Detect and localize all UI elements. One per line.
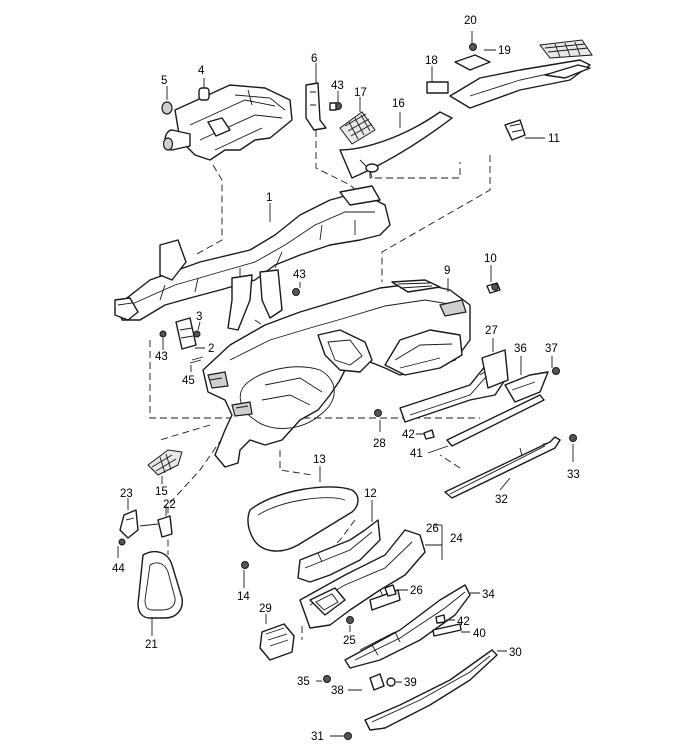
callout-23: 23	[120, 488, 133, 500]
callout-15: 15	[155, 486, 168, 498]
small-fasteners-left	[159, 282, 301, 372]
callout-17: 17	[354, 87, 367, 99]
lower-strips-right	[416, 394, 577, 499]
callout-32: 32	[495, 494, 508, 506]
callout-24: 24	[450, 533, 463, 545]
callout-44: 44	[112, 563, 125, 575]
callout-28: 28	[373, 438, 386, 450]
callout-34: 34	[482, 589, 495, 601]
instrument-panel	[202, 278, 471, 468]
bracket-6-group	[305, 63, 376, 145]
callout-10: 10	[484, 253, 497, 265]
callout-27: 27	[485, 325, 498, 337]
lower-center-console	[316, 584, 480, 691]
callout-29: 29	[259, 603, 272, 615]
callout-31: 31	[311, 731, 324, 743]
callout-16: 16	[392, 98, 405, 110]
callout-21: 21	[145, 639, 158, 651]
callout-43-left: 43	[155, 351, 168, 363]
callout-11: 11	[548, 133, 560, 145]
steering-column-area	[161, 78, 293, 161]
callout-9: 9	[444, 265, 450, 277]
callout-26-upper: 26	[426, 523, 439, 535]
clip-10	[486, 265, 501, 294]
callout-36: 36	[514, 343, 527, 355]
callout-26-lower: 26	[410, 585, 423, 597]
callout-3: 3	[196, 311, 202, 323]
callout-2: 2	[208, 343, 214, 355]
callout-33: 33	[567, 469, 580, 481]
callout-19: 19	[498, 45, 511, 57]
callout-1: 1	[266, 192, 272, 204]
callout-12: 12	[364, 488, 377, 500]
callout-43-mid: 43	[293, 269, 306, 281]
callout-13: 13	[313, 454, 326, 466]
callout-25: 25	[343, 635, 356, 647]
callout-30: 30	[509, 647, 522, 659]
callout-35: 35	[297, 676, 310, 688]
callout-43-top: 43	[331, 80, 344, 92]
callout-42-lower: 42	[457, 616, 470, 628]
callout-18: 18	[425, 55, 438, 67]
glovebox-area	[374, 338, 560, 432]
vent-29-and-screws	[241, 561, 354, 661]
airbag-lid-13	[247, 466, 359, 552]
cross-car-beam	[114, 185, 391, 331]
callout-40: 40	[473, 628, 486, 640]
callout-45: 45	[182, 375, 195, 387]
callout-39: 39	[404, 677, 417, 689]
lower-trim-30	[330, 649, 507, 740]
callout-20: 20	[464, 15, 477, 27]
callout-14: 14	[237, 591, 250, 603]
callout-38: 38	[331, 685, 344, 697]
callout-37: 37	[545, 343, 558, 355]
left-trim-pieces	[117, 498, 183, 636]
center-trim-12-24	[297, 500, 443, 629]
top-trim-strips	[339, 31, 593, 179]
callout-41: 41	[410, 448, 423, 460]
callout-labels: 20 19 18 6 4 5 43 17 16 11 1 10 9 43 3 2…	[112, 15, 580, 743]
vent-15	[147, 449, 183, 484]
callout-6: 6	[311, 53, 317, 65]
callout-5: 5	[161, 75, 167, 87]
callout-4: 4	[198, 65, 205, 77]
callout-22: 22	[163, 499, 176, 511]
callout-42-right: 42	[402, 429, 415, 441]
